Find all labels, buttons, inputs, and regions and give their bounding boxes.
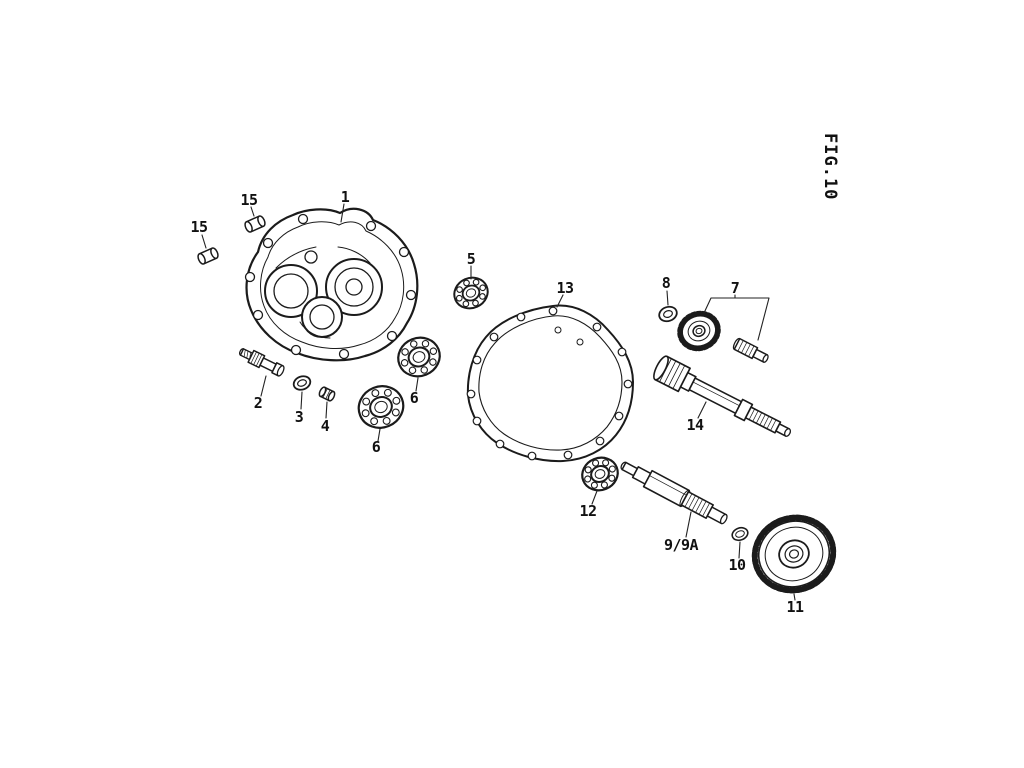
part-3-washer [292, 375, 312, 391]
part-6-bearing-b [357, 385, 405, 429]
figure-title: FIG.10 [820, 133, 840, 201]
part-5-bearing [453, 276, 489, 310]
callout-7: 7 [730, 279, 740, 297]
part-11-final-gear [751, 514, 837, 594]
callout-6-a: 6 [409, 389, 419, 407]
part-15-dowel-bushing-a [197, 247, 219, 265]
callout-13: 13 [556, 279, 574, 297]
callout-8: 8 [661, 274, 671, 292]
part-2-shaft-stub [238, 348, 285, 377]
callout-6-b: 6 [371, 438, 381, 456]
part-4-nut [318, 386, 336, 402]
callout-12: 12 [579, 502, 597, 520]
part-13-gasket [466, 304, 634, 463]
part-12-bearing [581, 456, 619, 492]
callout-2: 2 [253, 394, 263, 412]
part-7-gear [677, 310, 721, 352]
part-9-output-shaft [620, 461, 728, 525]
callout-15-b: 15 [240, 191, 258, 209]
part-1-crankcase-cover [244, 207, 419, 362]
part-10-circlip [731, 526, 749, 542]
callout-10: 10 [728, 556, 746, 574]
callout-5: 5 [466, 250, 476, 268]
callout-4: 4 [320, 417, 330, 435]
callout-7-bracket [703, 297, 770, 341]
part-8-spacer-ring [658, 305, 678, 323]
callout-15-a: 15 [190, 218, 208, 236]
callout-9-9a: 9/9A [663, 536, 699, 554]
leader-lines [201, 203, 796, 601]
part-14-main-shaft [653, 355, 792, 437]
callout-3: 3 [294, 408, 304, 426]
callout-14: 14 [686, 416, 704, 434]
part-6-bearing-a [397, 336, 441, 378]
callout-11: 11 [786, 598, 804, 616]
part-15-dowel-bushing-b [244, 215, 266, 233]
callout-1: 1 [340, 188, 350, 206]
part-7-shaft [732, 337, 769, 363]
